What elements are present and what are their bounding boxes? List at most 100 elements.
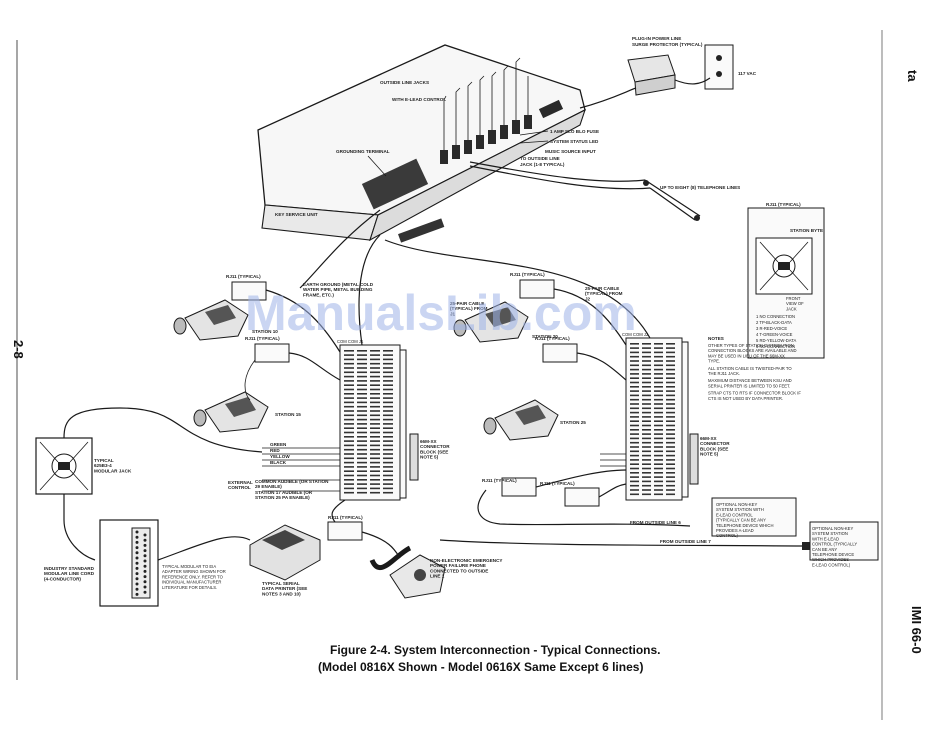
- terminal-clip: [383, 453, 393, 455]
- label-red: RED: [270, 448, 280, 453]
- terminal-clip: [370, 453, 380, 455]
- terminal-clip: [642, 420, 651, 422]
- terminal-clip: [654, 489, 663, 491]
- terminal-clip: [344, 371, 354, 374]
- label-e-lead-control: WITH E-LEAD CONTROL: [392, 97, 446, 102]
- terminal-clip: [666, 411, 675, 414]
- terminal-clip: [383, 427, 393, 429]
- terminal-clip: [654, 381, 663, 384]
- terminal-clip: [383, 380, 393, 382]
- terminal-clip: [370, 474, 380, 477]
- terminal-clip: [654, 441, 663, 444]
- terminal-clip: [642, 429, 651, 431]
- adapter-pin: [143, 538, 147, 542]
- terminal-clip: [357, 491, 367, 494]
- adapter-pin: [143, 585, 147, 589]
- terminal-clip: [370, 491, 380, 494]
- label-rj11-station-20: RJ11 (TYPICAL): [510, 272, 545, 277]
- terminal-clip: [370, 470, 380, 472]
- terminal-clip: [370, 431, 380, 434]
- wire-optional-1: [535, 469, 627, 488]
- terminal-clip: [383, 431, 393, 434]
- key-service-unit: [257, 44, 586, 243]
- terminal-clip: [654, 360, 663, 362]
- terminal-clip: [383, 436, 393, 438]
- terminal-clip: [357, 470, 367, 472]
- terminal-clip: [642, 368, 651, 371]
- terminal-clip: [630, 394, 639, 397]
- terminal-clip: [357, 418, 367, 421]
- terminal-clip: [630, 364, 639, 367]
- terminal-clip: [654, 429, 663, 431]
- terminal-clip: [654, 493, 663, 496]
- terminal-clip: [642, 416, 651, 418]
- terminal-clip: [370, 397, 380, 399]
- terminal-clip: [654, 373, 663, 375]
- terminal-clip: [654, 364, 663, 367]
- terminal-clip: [383, 423, 393, 425]
- terminal-clip: [666, 429, 675, 431]
- terminal-clip: [666, 450, 675, 453]
- adapter-pins: [135, 530, 147, 596]
- label-rj11-emergency: RJ11 (TYPICAL): [328, 515, 363, 520]
- terminal-clip: [666, 355, 675, 358]
- block-left-header: COM COM J1: [337, 339, 364, 344]
- terminal-clip: [370, 401, 380, 404]
- terminal-clip: [642, 411, 651, 414]
- adapter-pin: [135, 530, 139, 534]
- modular-jack-625b3: [35, 437, 93, 495]
- terminal-clip: [666, 394, 675, 397]
- terminal-clip: [642, 441, 651, 444]
- earth-ground-wire: [299, 209, 381, 289]
- terminal-clip: [666, 433, 675, 435]
- label-surge-protector: SURGE PROTECTOR (TYPICAL): [632, 42, 703, 47]
- terminal-clip: [357, 461, 367, 464]
- notes-title: NOTES: [708, 336, 724, 341]
- terminal-clip: [370, 418, 380, 421]
- jack-legend-item: 1 NO CONNECTION: [756, 314, 795, 319]
- terminal-clip: [357, 431, 367, 434]
- terminal-clip: [383, 491, 393, 494]
- rj11-jack-station-10: [231, 281, 267, 301]
- terminal-clip: [357, 487, 367, 490]
- terminal-clip: [654, 424, 663, 427]
- terminal-clip: [654, 459, 663, 461]
- terminal-clip: [642, 407, 651, 410]
- optional-station-box-b: [809, 521, 879, 561]
- terminal-clip: [630, 476, 639, 478]
- terminal-clip: [370, 423, 380, 425]
- terminal-clip: [344, 440, 354, 442]
- terminal-clip: [383, 470, 393, 472]
- terminal-clip: [630, 381, 639, 384]
- adapter-pin: [143, 554, 147, 558]
- station-10-phone: [173, 299, 249, 341]
- adapter-pin: [135, 540, 139, 544]
- label-key-service-unit: KEY SERVICE UNIT: [275, 212, 318, 217]
- terminal-clip: [630, 467, 639, 470]
- terminal-clip: [630, 377, 639, 379]
- jack-legend-item: 6 NO CONNECTION: [756, 344, 795, 349]
- terminal-clip: [630, 351, 639, 354]
- terminal-clip: [357, 427, 367, 429]
- terminal-clip: [383, 405, 393, 408]
- printer-data-cable: [157, 536, 251, 561]
- terminal-clip: [666, 360, 675, 362]
- page-code-right: IMI 66-0: [909, 606, 924, 654]
- label-station-15: STATION 15: [275, 412, 301, 417]
- terminal-clip: [370, 436, 380, 438]
- terminal-clip: [630, 386, 639, 388]
- terminal-clip: [370, 427, 380, 429]
- terminal-clip: [370, 487, 380, 490]
- terminal-clip: [357, 457, 367, 460]
- label-amp-fuse: 1 AMP SLO BLO FUSE: [550, 129, 599, 134]
- label-outside-line-jacks: OUTSIDE LINE JACKS: [380, 80, 429, 85]
- terminal-clip: [630, 450, 639, 453]
- label-rj11-station-10: RJ11 (TYPICAL): [226, 274, 261, 279]
- terminal-clip: [370, 410, 380, 412]
- terminal-clip: [383, 354, 393, 356]
